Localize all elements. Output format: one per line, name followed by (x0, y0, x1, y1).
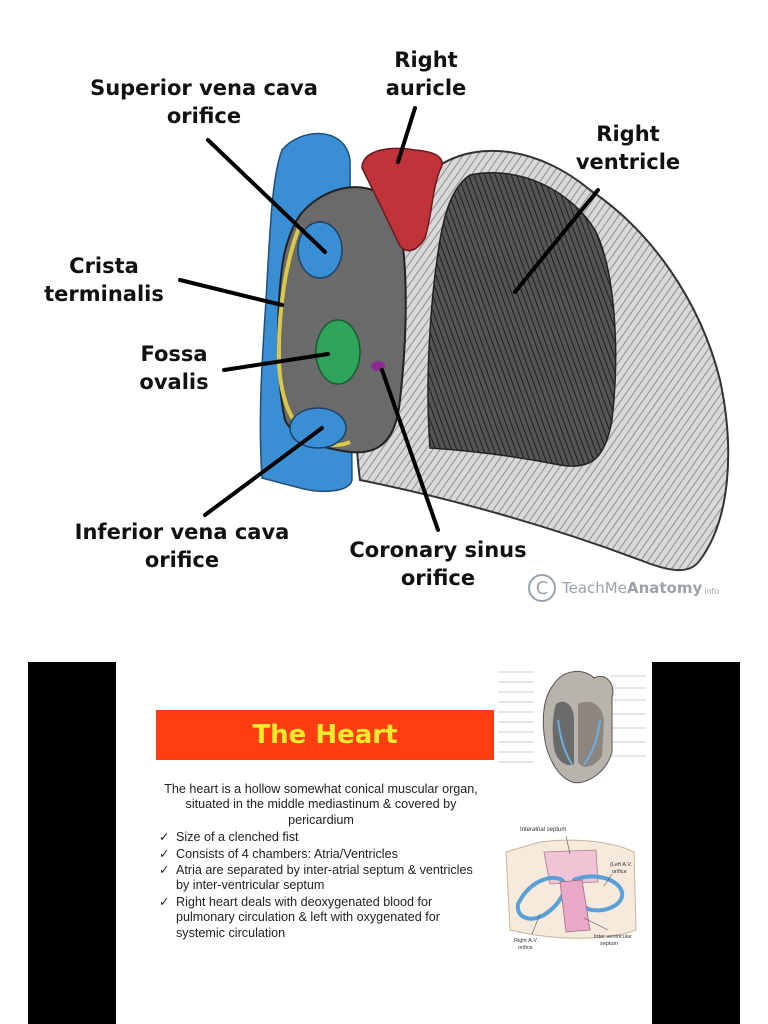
septum-diagram-thumbnail: Interatrial septum (Left A.V. orifice Ri… (505, 827, 637, 951)
watermark-brand-light: TeachMe (562, 579, 627, 597)
label-right-ventricle: Right ventricle (575, 122, 681, 174)
copyright-icon: C (528, 574, 556, 602)
slide-title-bar: The Heart (156, 710, 494, 760)
right-auricle-shape (361, 147, 443, 252)
label-inferior-vena-cava-orifice: Inferior vena cava orifice (74, 520, 290, 572)
thumb2-label-bottom-left-2: orifice (518, 945, 533, 951)
thumb2-label-right-2: orifice (612, 869, 627, 875)
ivc-orifice-shape (289, 407, 347, 449)
label-fossa-ovalis: Fossa ovalis (139, 342, 209, 394)
thumb2-label-top: Interatrial septum (520, 827, 566, 833)
heart-section-thumbnail (498, 671, 646, 784)
check-icon: ✓ (159, 894, 170, 909)
leader-coronary (380, 368, 440, 532)
fossa-ovalis-shape (315, 319, 361, 385)
heart-diagram (178, 106, 730, 572)
slide: The Heart The heart is a hollow somewhat… (116, 662, 652, 1024)
leader-auricle (396, 106, 417, 164)
leader-fossa (222, 352, 330, 372)
leader-svc (206, 138, 327, 254)
list-item: ✓Right heart deals with deoxygenated blo… (159, 894, 440, 940)
thumb2-label-right-1: (Left A.V. (610, 862, 633, 868)
check-icon: ✓ (159, 830, 170, 845)
slide-body: The heart is a hollow somewhat conical m… (156, 782, 486, 942)
list-item: ✓Consists of 4 chambers: Atria/Ventricle… (159, 846, 398, 861)
leader-crista (178, 278, 284, 307)
watermark-domain: info (704, 586, 720, 596)
thumb2-label-bottom-left-1: Right A.V. (514, 938, 538, 944)
ventricle-interior (427, 172, 617, 467)
list-item: ✓Atria are separated by inter-atrial sep… (159, 863, 473, 893)
label-superior-vena-cava-orifice: Superior vena cava orifice (90, 76, 318, 128)
slide-frame: The Heart The heart is a hollow somewhat… (28, 662, 740, 1024)
check-icon: ✓ (159, 863, 170, 878)
slide-title: The Heart (252, 720, 398, 750)
label-right-auricle: Right auricle (385, 48, 467, 100)
watermark-brand-bold: Anatomy (626, 579, 703, 597)
check-icon: ✓ (159, 846, 170, 861)
teachmeanatomy-watermark: C TeachMe Anatomy info (528, 570, 719, 606)
list-item: ✓Size of a clenched fist (159, 830, 299, 845)
leader-ivc (203, 426, 324, 517)
slide-bullet-list: ✓Size of a clenched fist ✓Consists of 4 … (156, 830, 486, 941)
thumb2-label-bottom-right-1: Inter ventricular (594, 934, 632, 940)
leader-ventricle (513, 188, 600, 294)
slide-intro: The heart is a hollow somewhat conical m… (164, 782, 478, 827)
label-crista-terminalis: Crista terminalis (44, 254, 164, 306)
thumb2-label-bottom-right-2: septum (600, 941, 618, 947)
label-coronary-sinus-orifice: Coronary sinus orifice (349, 538, 527, 590)
